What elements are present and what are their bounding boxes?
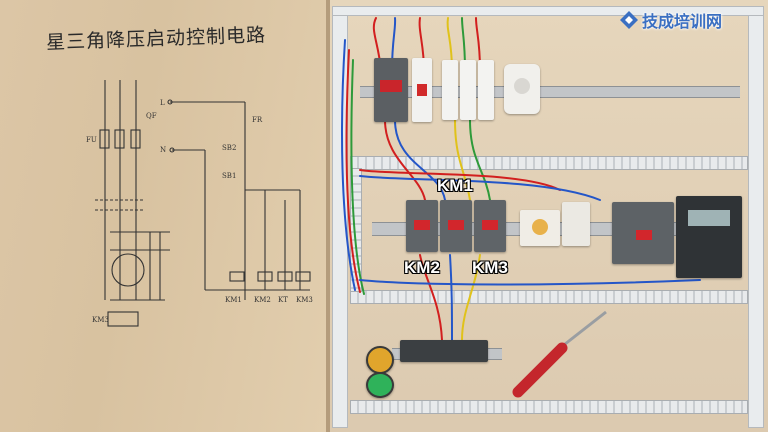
board-edge <box>326 0 332 432</box>
power-socket <box>504 64 540 114</box>
main-circuit-lines <box>95 80 170 327</box>
screwdriver-shaft <box>559 310 607 350</box>
wire-red-cross <box>359 169 561 191</box>
label-qf: QF <box>146 112 157 120</box>
label-km2: KM2 <box>404 258 440 277</box>
label-km1-coil: KM1 <box>225 296 242 304</box>
time-relay <box>520 210 560 246</box>
wire-green-down <box>469 119 491 201</box>
wire-red-lower <box>419 254 443 341</box>
control-breaker <box>412 58 432 122</box>
motor-protection-breaker <box>374 58 408 122</box>
wire-blue-down <box>394 119 446 201</box>
label-n: N <box>160 146 166 154</box>
wire-green-left <box>350 59 365 295</box>
schematic-drawing: L N FU QF FR SB2 SB1 KM1 KM2 KT KM3 KM3 <box>86 80 313 327</box>
wire-blue-cross <box>359 175 601 201</box>
wire-yellow-down <box>454 119 471 201</box>
timer-dial <box>532 219 548 235</box>
label-km3-coil: KM3 <box>296 296 313 304</box>
green-pushbutton[interactable] <box>366 372 394 398</box>
contactor-spare <box>612 202 674 264</box>
contactor-km1 <box>440 200 472 252</box>
control-circuit-lines <box>167 99 311 300</box>
contactor-km2 <box>406 200 438 252</box>
contactor-km3 <box>474 200 506 252</box>
logo-text: 技成培训网 <box>642 14 723 31</box>
label-km3: KM3 <box>472 258 508 277</box>
fuse-holder-1 <box>442 60 458 120</box>
spare-contactor-indicator <box>636 230 652 240</box>
label-fr: FR <box>252 116 263 124</box>
fuse-holder-2 <box>460 60 476 120</box>
wire-red-left <box>345 49 361 293</box>
terminal-block <box>400 340 488 362</box>
wire-blue-lower <box>449 254 453 341</box>
label-km1: KM1 <box>437 176 473 195</box>
digital-timer <box>676 196 742 278</box>
lower-wire-duct <box>350 400 748 414</box>
label-sb2: SB2 <box>222 144 236 152</box>
contactor-km2-indicator <box>414 220 430 230</box>
top-frame-rail <box>332 6 764 16</box>
breaker-toggle <box>417 84 427 96</box>
contactor-km1-indicator <box>448 220 464 230</box>
middle-wire-duct <box>350 290 748 304</box>
wire-blue-bottom <box>359 279 701 286</box>
thermal-relay <box>562 202 590 246</box>
diamond-logo-icon <box>620 11 638 29</box>
breaker-red-dial <box>380 80 402 92</box>
schematic-board: 星三角降压启动控制电路 <box>0 0 328 432</box>
wire-red-down <box>384 119 426 201</box>
brand-logo: 技成培训网 <box>620 8 722 32</box>
contactor-km3-indicator <box>482 220 498 230</box>
label-kt-coil: KT <box>278 296 288 304</box>
fuse-holder-3 <box>478 60 494 120</box>
label-l: L <box>160 99 165 107</box>
socket-holes <box>514 78 530 94</box>
wire-blue-left <box>341 39 356 291</box>
wire-yellow-lower <box>461 254 481 341</box>
label-fu: FU <box>86 136 97 144</box>
label-km3-left: KM3 <box>92 316 109 324</box>
timer-display <box>688 210 730 226</box>
label-sb1: SB1 <box>222 172 236 180</box>
label-km2-coil: KM2 <box>254 296 271 304</box>
schematic-annotations: L N FU QF FR SB2 SB1 KM1 KM2 KT KM3 KM3 <box>86 99 313 324</box>
screwdriver-handle <box>512 342 568 398</box>
yellow-pushbutton[interactable] <box>366 346 394 374</box>
